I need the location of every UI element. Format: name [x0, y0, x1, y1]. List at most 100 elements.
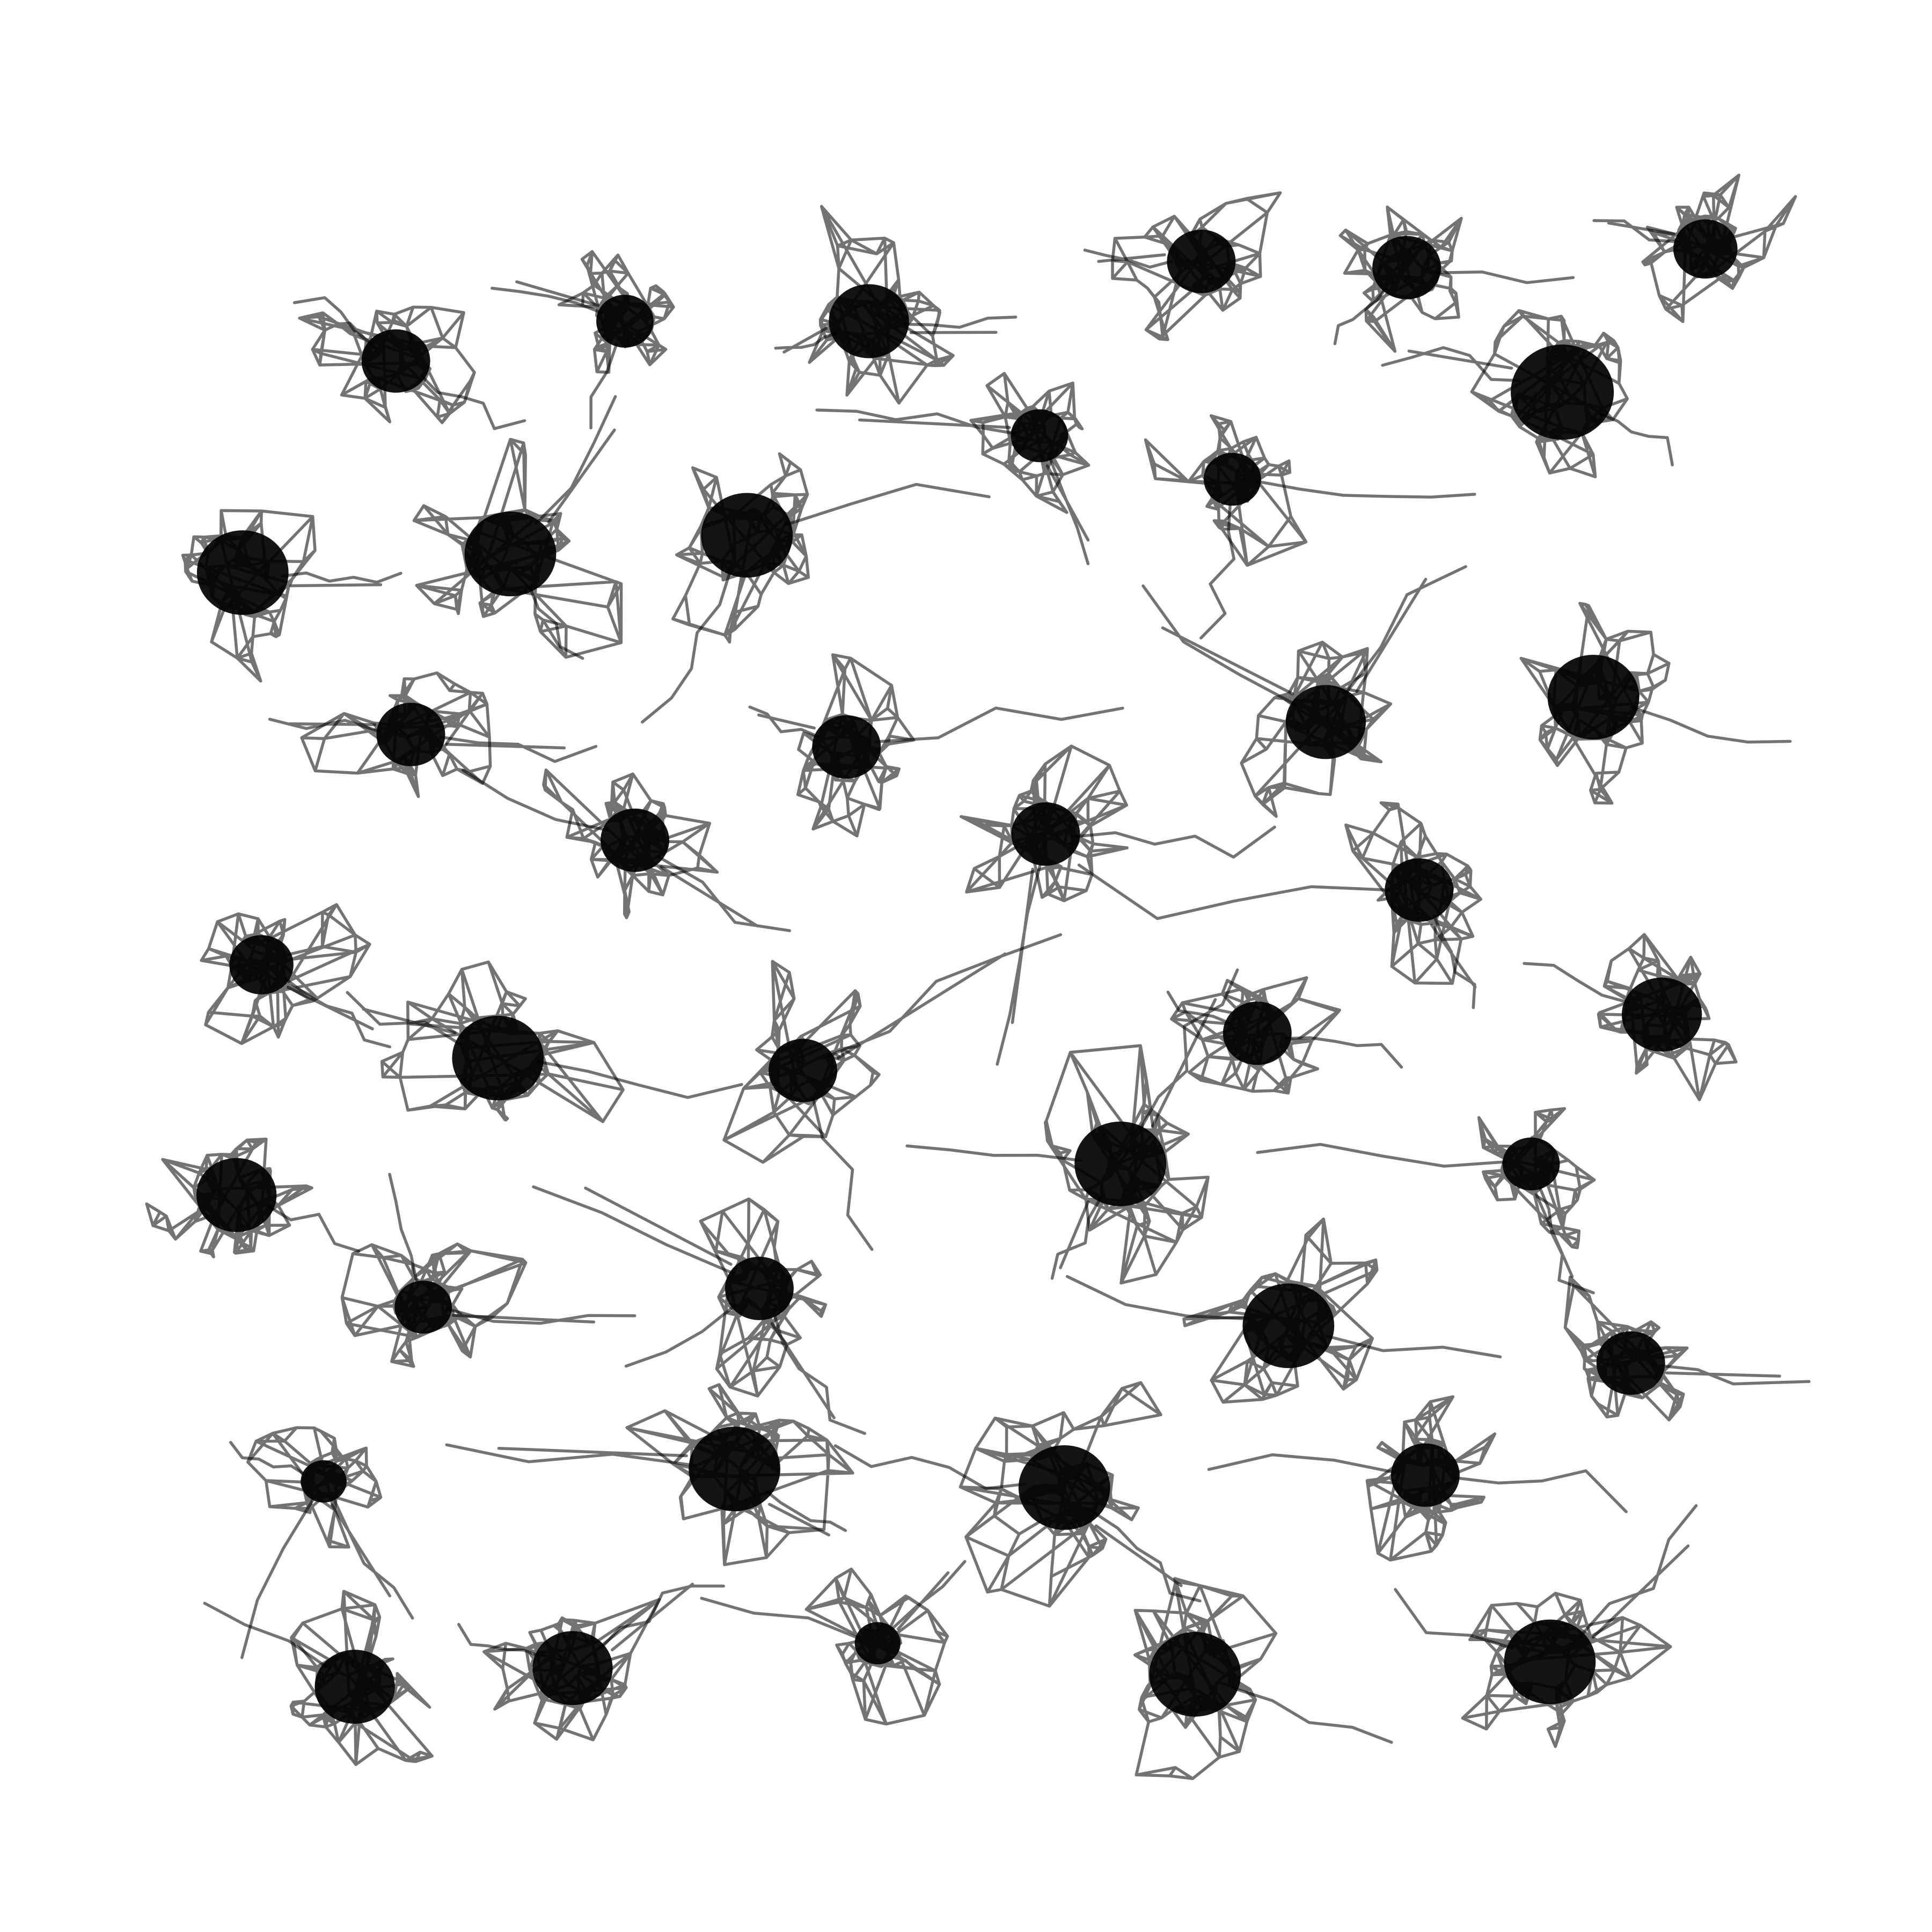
cluster-tail-2	[770, 1313, 867, 1435]
cluster-tail-2	[1430, 914, 1477, 1009]
cluster-tail-1	[536, 1060, 743, 1099]
cluster-core	[1596, 1331, 1665, 1395]
node-cluster-20	[200, 903, 392, 1049]
cluster-tail-3	[624, 1304, 737, 1368]
node-cluster-3	[774, 204, 1018, 405]
cluster-tail-2	[765, 1490, 847, 1536]
node-cluster-40	[1394, 1504, 1698, 1748]
cluster-core	[532, 1631, 613, 1706]
node-cluster-35	[1207, 1395, 1628, 1562]
cluster-tail-1	[1578, 1504, 1698, 1639]
cluster-core	[1504, 1619, 1596, 1704]
node-cluster-28	[340, 1173, 636, 1368]
cluster-core	[1285, 685, 1366, 759]
node-cluster-7	[815, 371, 1091, 566]
cluster-core	[812, 715, 881, 779]
cluster-core	[1547, 655, 1640, 740]
cluster-core	[1502, 1137, 1560, 1191]
cluster-core	[1673, 219, 1738, 279]
cluster-tail-1	[1256, 1143, 1508, 1168]
cluster-tail-1	[874, 706, 1124, 743]
node-cluster-36	[203, 1590, 434, 1766]
cluster-core	[301, 1460, 347, 1503]
cluster-tail-1	[445, 1443, 697, 1467]
cluster-tail-1	[902, 316, 1018, 334]
cluster-core	[1204, 452, 1261, 506]
node-cluster-21	[346, 960, 743, 1123]
cluster-tail-1	[292, 296, 373, 346]
node-cluster-27	[1256, 1107, 1596, 1294]
cluster-tail-1	[1630, 706, 1792, 744]
cluster-tail-2	[388, 1173, 419, 1285]
cluster-tail-1	[1255, 480, 1476, 499]
cluster-core	[724, 1256, 794, 1320]
node-cluster-30	[1065, 1217, 1502, 1404]
cluster-tail-1	[447, 1307, 636, 1325]
cluster-tail-2	[1599, 413, 1674, 466]
cluster-tail-2	[491, 280, 603, 314]
cluster-tail-3	[240, 1497, 316, 1659]
node-cluster-1	[292, 296, 526, 430]
cluster-tail-1	[462, 769, 609, 832]
cluster-tail-2	[641, 569, 732, 724]
node-cluster-26	[905, 968, 1239, 1285]
node-cluster-33	[445, 1383, 854, 1567]
cluster-tail-1	[284, 977, 392, 1049]
cluster-tail-2	[1093, 1511, 1202, 1602]
node-cluster-15	[1141, 565, 1467, 818]
cluster-tail-1	[1231, 1686, 1393, 1744]
cluster-tail-2	[1535, 1185, 1595, 1294]
cluster-tail-1	[599, 1583, 725, 1652]
cluster-tail-2	[1333, 287, 1387, 346]
cluster-core	[769, 1038, 838, 1102]
cluster-tail-2	[890, 1560, 967, 1631]
node-cluster-32	[229, 1426, 414, 1659]
cluster-tail-2	[1045, 457, 1090, 566]
cluster-core	[1372, 236, 1441, 299]
node-cluster-38	[700, 1560, 967, 1726]
cluster-tail-1	[281, 571, 402, 588]
cluster-tail-2	[346, 991, 462, 1046]
cluster-core	[1011, 802, 1080, 866]
node-cluster-16	[1519, 602, 1792, 805]
cluster-tail-2	[1325, 1334, 1502, 1359]
cluster-core	[196, 530, 289, 615]
node-cluster-13	[268, 671, 598, 798]
cluster-tail-1	[1659, 1364, 1811, 1386]
cluster-core	[229, 935, 294, 994]
cluster-tail-1	[1077, 863, 1391, 920]
cluster-tail-1	[203, 1601, 328, 1668]
node-cluster-25	[145, 1137, 361, 1258]
cluster-tail-2	[457, 1623, 541, 1658]
node-cluster-8	[1144, 414, 1476, 640]
cluster-core	[464, 511, 557, 597]
node-cluster-6	[1592, 173, 1797, 323]
cluster-tail-2	[420, 374, 526, 430]
cluster-core	[854, 1622, 901, 1665]
cluster-tail-1	[1381, 346, 1521, 382]
node-cluster-34	[833, 1381, 1202, 1608]
cluster-tail-1	[1207, 1453, 1397, 1474]
cluster-tail-1	[1523, 962, 1631, 1005]
node-cluster-39	[1133, 1577, 1393, 1780]
cluster-tail-2	[1453, 1469, 1628, 1513]
cluster-tail-1	[833, 1444, 1027, 1490]
cluster-tail-2	[1394, 1588, 1514, 1650]
cluster-core	[1149, 1631, 1241, 1717]
cluster-tail-2	[1166, 990, 1231, 1024]
node-cluster-5	[1333, 206, 1575, 353]
cluster-core	[1074, 1121, 1166, 1206]
node-cluster-11	[412, 395, 623, 660]
cluster-core	[601, 808, 669, 872]
node-cluster-29	[532, 1185, 867, 1435]
cluster-tail-2	[529, 587, 584, 660]
cluster-core	[1242, 1283, 1335, 1368]
cluster-tail-2	[905, 1144, 1082, 1162]
cluster-tail-2	[657, 855, 792, 932]
node-cluster-37	[457, 1583, 725, 1741]
node-cluster-9	[1381, 309, 1674, 479]
cluster-tail-3	[1138, 968, 1239, 1131]
cluster-core	[376, 702, 445, 766]
cluster-tail-1	[589, 343, 618, 430]
cluster-tail-2	[811, 1097, 874, 1251]
